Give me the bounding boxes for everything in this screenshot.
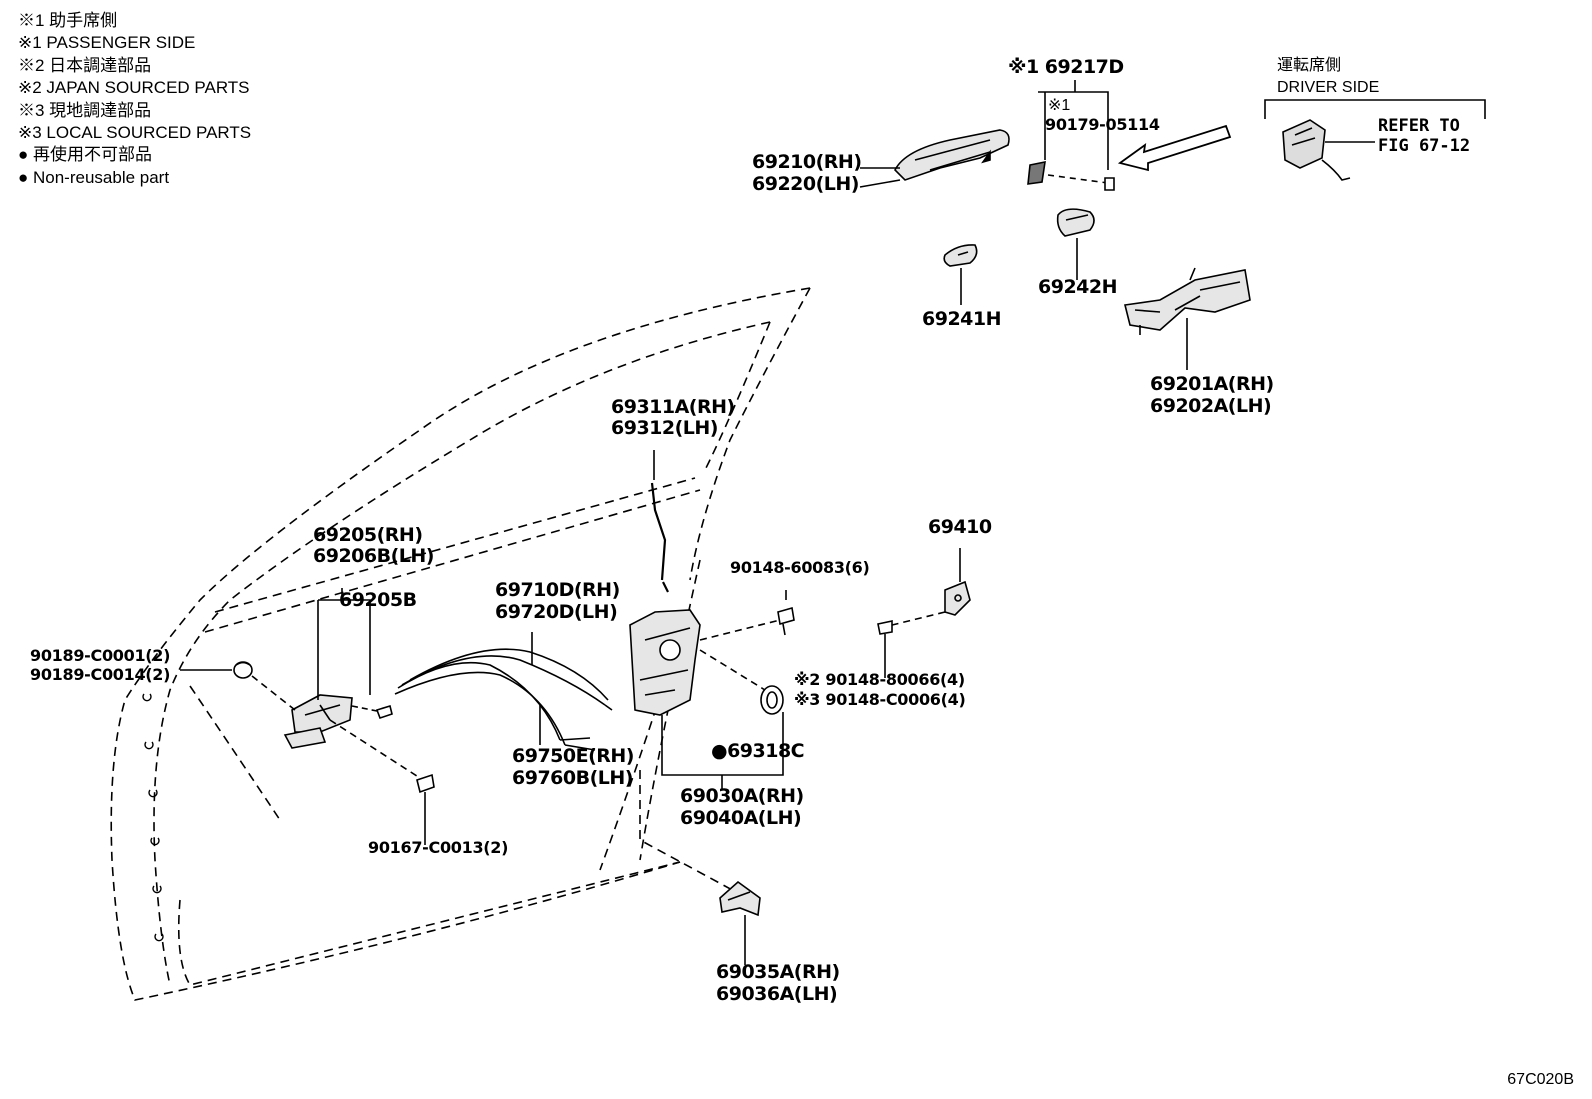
label-90148-60083: 90148-60083(6) — [730, 558, 870, 577]
gasket-69242h-icon — [1056, 208, 1095, 280]
label-90179-note: ※1 — [1048, 97, 1070, 114]
legend-line: ※1 助手席側 — [18, 11, 118, 30]
label-90167: 90167-C0013(2) — [368, 838, 508, 857]
label-69241h: 69241H — [922, 308, 1001, 330]
outside-handle-icon — [859, 129, 1010, 188]
label-69035a: 69035A(RH) — [716, 961, 840, 983]
label-69720d: 69720D(LH) — [495, 601, 617, 623]
door-check-icon — [719, 880, 761, 965]
striker-icon — [879, 548, 971, 629]
label-69202a: 69202A(LH) — [1150, 395, 1271, 417]
label-69410: 69410 — [928, 516, 992, 538]
label-69040a: 69040A(LH) — [680, 807, 801, 829]
label-69760b: 69760B(LH) — [512, 767, 633, 789]
gasket-69241h-icon — [943, 244, 978, 305]
label-69205b: 69205B — [339, 589, 417, 611]
label-69206b: 69206B(LH) — [313, 545, 434, 567]
handle-frame-icon — [1124, 267, 1251, 370]
legend-line: ※2 JAPAN SOURCED PARTS — [18, 78, 250, 98]
label-90189-c0001: 90189-C0001(2) — [30, 646, 170, 665]
label-69030a: 69030A(RH) — [680, 785, 804, 807]
inside-handle-icon — [283, 588, 371, 749]
screw-icon — [777, 590, 795, 636]
label-69318c: ●69318C — [711, 740, 804, 762]
clip-icon — [351, 704, 393, 720]
legend-line: ● 再使用不可部品 — [18, 145, 152, 165]
screw-90167-icon — [329, 719, 435, 845]
label-69750e: 69750E(RH) — [512, 745, 634, 767]
refer-to-line1: REFER TO — [1378, 116, 1460, 136]
legend-line: ※1 PASSENGER SIDE — [18, 33, 196, 53]
control-cables-icon — [394, 632, 613, 751]
label-69220: 69220(LH) — [752, 173, 859, 195]
legend-line: ※3 LOCAL SOURCED PARTS — [18, 123, 252, 143]
legend: ※1 助手席側 ※1 PASSENGER SIDE ※2 日本調達部品 ※2 J… — [18, 10, 251, 189]
legend-line: ※3 現地調達部品 — [18, 100, 152, 120]
label-90179: 90179-05114 — [1045, 115, 1160, 134]
lock-cylinder-icon — [1282, 119, 1375, 181]
door-lock-assembly-icon — [629, 609, 784, 790]
label-69201a: 69201A(RH) — [1150, 373, 1274, 395]
label-69205: 69205(RH) — [313, 524, 423, 546]
grommet-icon — [760, 685, 784, 715]
driver-side-en: DRIVER SIDE — [1277, 79, 1379, 96]
bolt-icon — [877, 620, 893, 678]
figure-id: 67C020B — [1507, 1071, 1574, 1088]
label-69210: 69210(RH) — [752, 151, 862, 173]
legend-line: ※2 日本調達部品 — [18, 55, 152, 75]
label-90148-c0006: ※3 90148-C0006(4) — [794, 690, 966, 709]
refer-to-line2: FIG 67-12 — [1378, 136, 1470, 156]
pad-clip-icon — [180, 661, 296, 711]
handle-cap-icon — [1027, 80, 1115, 191]
door-outline — [110, 287, 811, 1001]
label-69311a: 69311A(RH) — [611, 396, 735, 418]
driver-side-jp: 運転席側 — [1277, 56, 1341, 74]
label-69036a: 69036A(LH) — [716, 983, 837, 1005]
direction-arrow — [1117, 124, 1232, 172]
driver-side-bracket — [1264, 99, 1486, 119]
door-holes — [142, 693, 164, 942]
label-69312: 69312(LH) — [611, 417, 718, 439]
legend-line: ● Non-reusable part — [18, 167, 170, 187]
label-90148-80066: ※2 90148-80066(4) — [794, 670, 965, 689]
label-90189-c0014: 90189-C0014(2) — [30, 665, 170, 684]
label-69217d: ※1 69217D — [1008, 56, 1124, 78]
lock-rod-icon — [650, 482, 669, 593]
label-69710d: 69710D(RH) — [495, 579, 620, 601]
label-69242h: 69242H — [1038, 276, 1117, 298]
